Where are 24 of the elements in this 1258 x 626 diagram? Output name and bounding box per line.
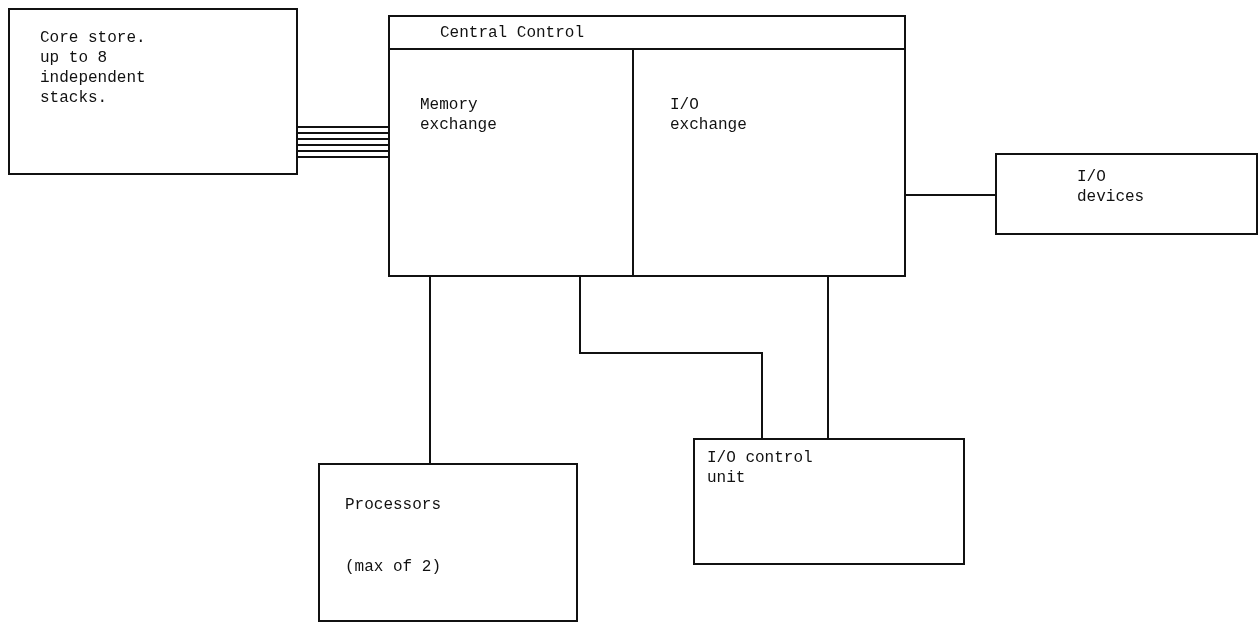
box-note: (max of 2) [345,557,441,577]
connector-line [297,126,389,128]
box-label: I/O devices [1077,167,1146,207]
connector-line [297,150,389,152]
box-label: Memory exchange [420,95,498,135]
connector-line [297,144,389,146]
box-label: I/O exchange [670,95,748,135]
block-box [693,438,965,565]
box-label: Processors [345,495,441,515]
section-box [632,48,906,277]
box-label: Core store. up to 8 independent stacks. [40,28,147,108]
connector-line [429,276,431,464]
box-label: Central Control [440,23,585,43]
connector-line [905,194,996,196]
connector-line [297,156,389,158]
connector-line [579,276,763,439]
block-box [318,463,578,622]
block-box [8,8,298,175]
connector-line [827,276,829,439]
box-label: I/O control unit [707,448,814,488]
connector-line [297,138,389,140]
block-box [995,153,1258,235]
block-box [388,15,906,277]
connector-line [297,132,389,134]
